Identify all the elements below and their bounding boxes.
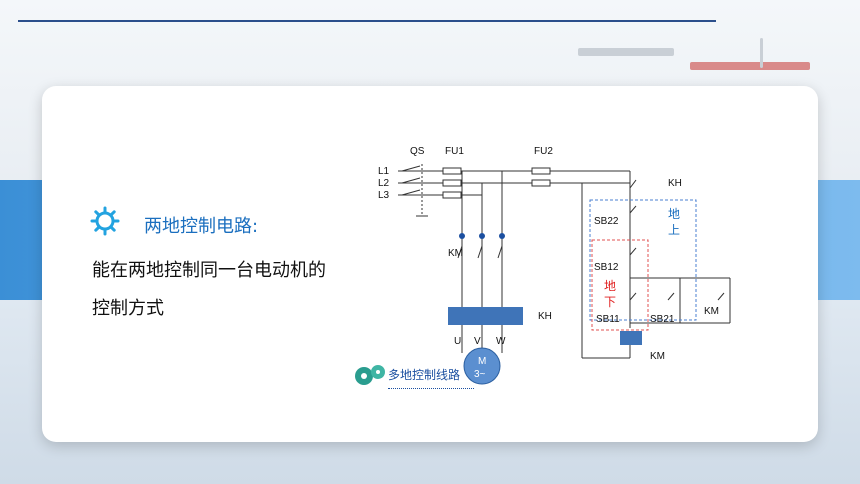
label-w: W bbox=[496, 336, 506, 347]
slide-heading: 两地控制电路: bbox=[144, 216, 259, 237]
label-sb12: SB12 bbox=[594, 262, 619, 273]
label-place-b-1: 地 bbox=[604, 279, 616, 293]
slide-body-text: 能在两地控制同一台电动机的控制方式 bbox=[92, 260, 326, 319]
label-sb22: SB22 bbox=[594, 216, 619, 227]
label-fu2: FU2 bbox=[534, 146, 553, 157]
label-v: V bbox=[474, 336, 481, 347]
label-sb21: SB21 bbox=[650, 314, 675, 325]
label-motor-phase: 3~ bbox=[474, 369, 486, 380]
label-kh-contact: KH bbox=[668, 178, 682, 189]
logo-underline bbox=[388, 388, 474, 389]
label-km-coil: KM bbox=[650, 351, 665, 362]
decor-bar bbox=[578, 48, 674, 56]
label-place-b-2: 下 bbox=[604, 295, 616, 309]
top-rule bbox=[18, 20, 716, 22]
label-motor-m: M bbox=[478, 356, 486, 367]
gears-logo-icon bbox=[355, 365, 385, 385]
label-sb11: SB11 bbox=[596, 314, 620, 325]
label-km-aux: KM bbox=[704, 306, 719, 317]
label-u: U bbox=[454, 336, 461, 347]
label-kh-relay: KH bbox=[538, 311, 552, 322]
label-place-a-2: 上 bbox=[668, 223, 680, 237]
logo-caption: 多地控制线路 bbox=[388, 368, 461, 382]
decor-bar bbox=[760, 38, 763, 68]
label-l1: L1 bbox=[378, 166, 390, 177]
label-km-contacts: KM bbox=[448, 248, 463, 259]
label-place-a-1: 地 bbox=[668, 207, 680, 221]
content-card bbox=[42, 86, 818, 442]
circuit-diagram: QS FU1 FU2 L1 L2 L3 KM KH KH SB22 SB12 S… bbox=[378, 146, 731, 385]
label-qs: QS bbox=[410, 146, 425, 157]
label-fu1: FU1 bbox=[445, 146, 464, 157]
decor-bar bbox=[690, 62, 810, 70]
label-l3: L3 bbox=[378, 190, 390, 201]
gear-icon bbox=[90, 206, 120, 236]
label-l2: L2 bbox=[378, 178, 390, 189]
